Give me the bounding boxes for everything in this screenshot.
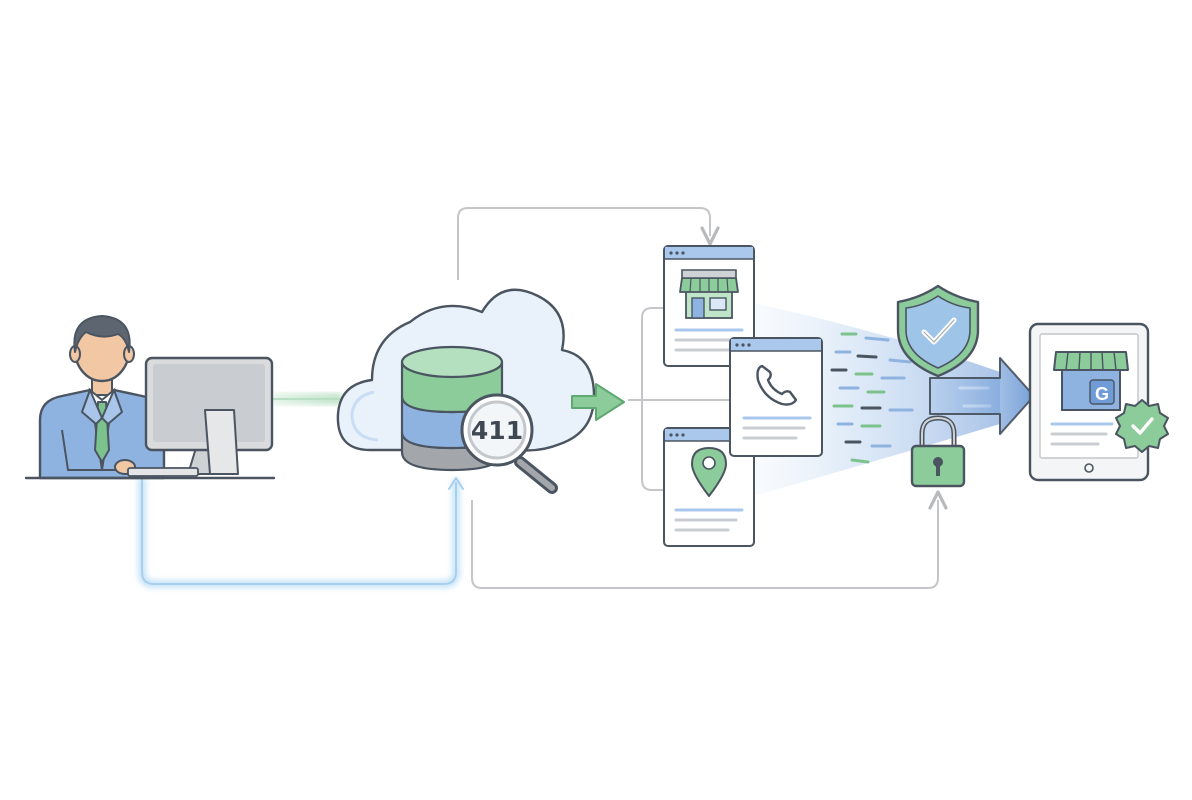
card-branch-connector — [628, 307, 730, 491]
database-badge: 411 — [471, 416, 523, 445]
listing-badge-letter: G — [1095, 384, 1109, 404]
phone-card — [729, 337, 823, 457]
verified-badge-icon — [1115, 399, 1169, 453]
location-card — [663, 427, 755, 547]
user-to-database-arrowhead — [448, 477, 464, 490]
bottom-feedback-connector — [471, 490, 948, 589]
user-to-database-glow — [138, 478, 460, 588]
storefront-card — [663, 245, 755, 367]
storefront-icon — [679, 269, 739, 319]
computer-monitor-icon — [127, 356, 274, 477]
blue-flow-arrow — [929, 357, 1035, 435]
phone-icon — [756, 364, 798, 406]
magnifier-icon: 411 — [460, 393, 558, 494]
shield-check-icon — [896, 284, 980, 378]
map-pin-icon — [691, 447, 727, 497]
padlock-icon — [910, 415, 966, 488]
tablet-icon: G — [1028, 322, 1150, 482]
top-feedback-connector — [457, 207, 720, 280]
user-to-database-connector — [141, 478, 457, 585]
green-flow-arrow — [571, 383, 625, 421]
